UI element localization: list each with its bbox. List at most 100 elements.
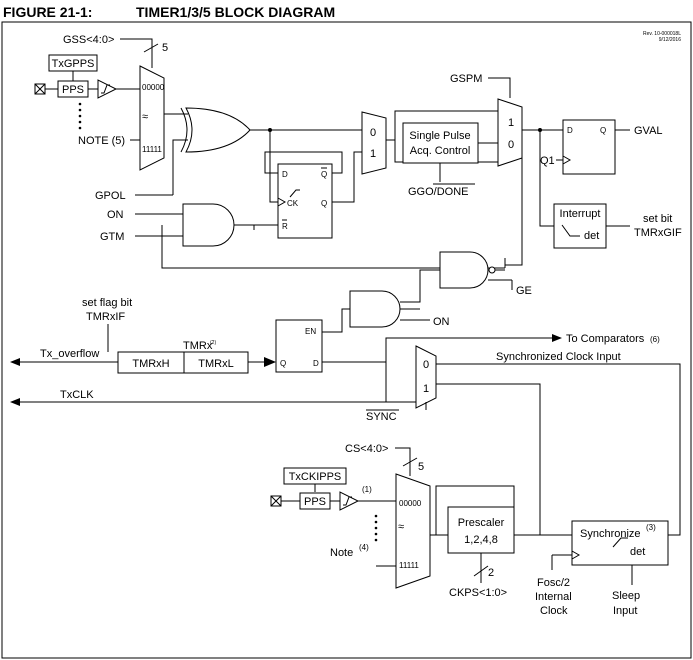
sync-label: SYNC — [366, 411, 397, 423]
gate-note-label: NOTE (5) — [78, 135, 125, 147]
cs-wire — [395, 447, 411, 476]
ckps-bus-slash — [473, 565, 489, 577]
tmrxh-label: TMRxH — [132, 358, 169, 370]
ckps-width: 2 — [488, 567, 494, 579]
tff-clock-junction — [268, 128, 272, 132]
mux2-out-wire — [386, 110, 488, 141]
toggle-mux — [361, 111, 387, 175]
gate-mux-bottom-label: 11111 — [142, 145, 162, 154]
gspm-mux-1: 1 — [508, 117, 514, 129]
gate-pin-icon — [34, 83, 46, 95]
ge-to-gspm-wire — [504, 130, 523, 268]
sync-mux-1: 1 — [423, 383, 429, 395]
ggo-done-label: GGO/DONE — [408, 186, 469, 198]
sync-mux — [415, 345, 437, 409]
clock-pps-label: PPS — [304, 496, 326, 508]
clock-source-mux — [395, 473, 431, 589]
tff-feedback-wire — [264, 151, 343, 174]
tff-r-label: R — [282, 222, 288, 231]
en-wire — [322, 308, 350, 333]
tff-qbar-label: Q — [321, 170, 327, 179]
tff-q-wire — [332, 151, 362, 203]
gtm-label: GTM — [100, 231, 124, 243]
interrupt-det-label: det — [584, 230, 599, 242]
tff-ck-label: CK — [287, 199, 299, 208]
toggle-flip-flop — [277, 163, 333, 239]
en-and-gate — [349, 290, 401, 328]
prescaler-values: 1,2,4,8 — [464, 534, 498, 546]
latch-d-label: D — [313, 359, 319, 368]
overflow-arrow — [10, 358, 20, 366]
ckps-label: CKPS<1:0> — [449, 587, 507, 599]
txckipps-label: TxCKIPPS — [289, 471, 342, 483]
on-label: ON — [107, 209, 124, 221]
clock-pin-icon — [270, 495, 282, 507]
gss-bus-slash — [143, 43, 159, 53]
toggle-mux-0: 0 — [370, 127, 376, 139]
clock-schmitt-trigger-icon — [339, 491, 360, 511]
cs-label: CS<4:0> — [345, 443, 388, 455]
synchronize-box — [571, 520, 669, 566]
gss-width: 5 — [162, 42, 168, 54]
tmrxgif-label: TMRxGIF — [634, 227, 682, 239]
gtm-and-gate — [182, 203, 235, 247]
counter-latch — [275, 319, 323, 373]
figure-title: TIMER1/3/5 BLOCK DIAGRAM — [136, 4, 335, 20]
single-pulse-line1: Single Pulse — [409, 130, 470, 142]
clock-mux-bottom-label: 11111 — [399, 561, 419, 570]
gpol-label: GPOL — [95, 190, 126, 202]
ge-nand-bubble — [488, 266, 496, 274]
prescaler-label: Prescaler — [458, 517, 505, 529]
synchronize-note: (3) — [646, 523, 656, 532]
txgpps-label: TxGPPS — [52, 58, 95, 70]
gate-mux-top-label: 00000 — [142, 83, 165, 92]
latch-en-label: EN — [305, 327, 316, 336]
sync-clock-wire — [436, 363, 681, 536]
clock-mux-top-label: 00000 — [399, 499, 422, 508]
set-bit-label: set bit — [643, 213, 672, 225]
dff-q-label: Q — [600, 126, 606, 135]
gspm-mux — [497, 98, 523, 167]
tff-q-label: Q — [321, 199, 327, 208]
tmrx-note: (2) — [210, 340, 216, 346]
to-comparators-label: To Comparators — [566, 333, 645, 345]
dff-d-label: D — [567, 126, 573, 135]
to-comparators-note: (6) — [650, 335, 660, 344]
figure-number: FIGURE 21-1: — [3, 4, 92, 20]
tff-clock-wire — [269, 130, 278, 203]
gspm-wire — [488, 77, 511, 98]
comparator-arrow — [552, 334, 562, 342]
gate-pps-label: PPS — [62, 84, 84, 96]
gss-wire — [120, 38, 153, 68]
gval-flip-flop — [562, 119, 616, 175]
gss-label: GSS<4:0> — [63, 34, 114, 46]
schmitt-trigger-icon — [97, 79, 118, 99]
dots-gate-icon — [78, 102, 82, 130]
clock-note4-label: Note — [330, 547, 353, 559]
synchronize-det-label: det — [630, 546, 645, 558]
interrupt-in-wire — [539, 130, 554, 227]
clock-note4: (4) — [359, 543, 369, 552]
gate-mux-break-mark: ≈ — [142, 111, 148, 123]
gate-loop-wire — [161, 225, 505, 269]
interrupt-label: Interrupt — [560, 208, 601, 220]
fosc-line3: Clock — [540, 605, 568, 617]
sleep-line1: Sleep — [612, 590, 640, 602]
txclk-label: TxCLK — [60, 389, 94, 401]
gate-source-mux — [139, 65, 165, 171]
unsync-clock-wire — [436, 383, 541, 535]
gate-polarity-xor-gate — [180, 107, 251, 153]
gpol-wire — [172, 139, 188, 195]
latch-q-label: Q — [280, 359, 286, 368]
clock-mux-break-mark: ≈ — [398, 521, 404, 533]
gspm-mux-0: 0 — [508, 139, 514, 151]
ge-label: GE — [516, 285, 532, 297]
set-flag-label: set flag bit — [82, 297, 132, 309]
gspm-label: GSPM — [450, 73, 482, 85]
single-pulse-box — [402, 122, 479, 164]
dots-clock-icon — [374, 514, 378, 542]
tff-d-label: D — [282, 170, 288, 179]
cs-width: 5 — [418, 461, 424, 473]
tmrxif-label: TMRxIF — [86, 311, 125, 323]
